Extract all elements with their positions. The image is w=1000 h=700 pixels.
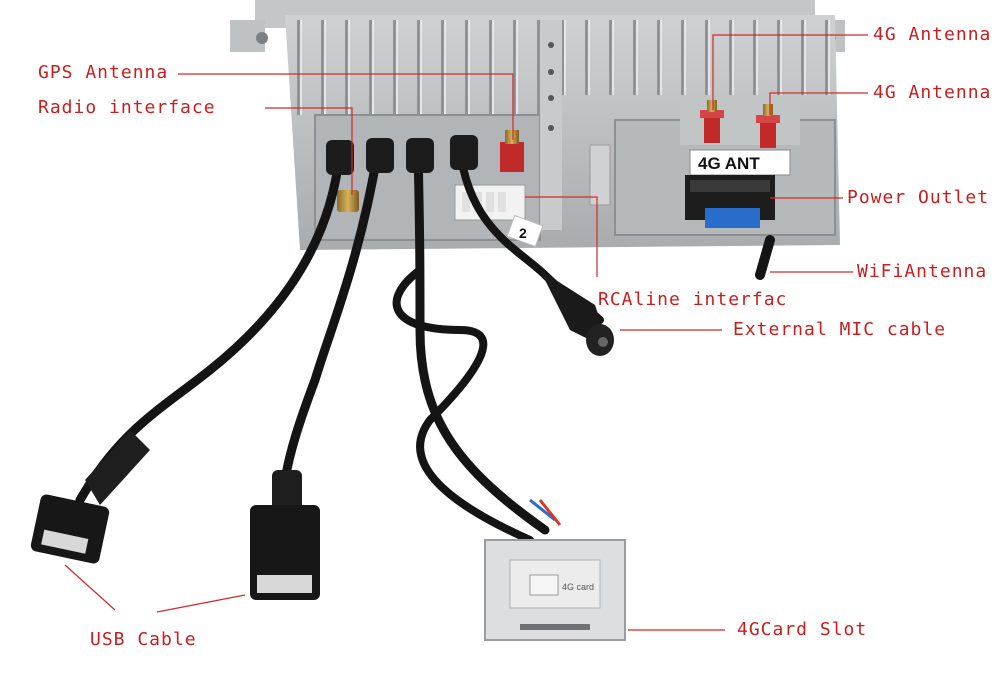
usb-cable-label: USB Cable — [90, 629, 197, 650]
external-mic-jack — [540, 270, 614, 356]
usb-connector-left — [30, 430, 150, 564]
cable-boots — [326, 135, 478, 175]
card-module-text: 4G card — [562, 582, 594, 592]
antenna-4g-label-second: 4G Antenna — [873, 82, 992, 103]
antenna-4g-label-top: 4G Antenna — [873, 24, 992, 45]
cable-tag-text: 2 — [519, 225, 527, 241]
cables — [75, 145, 775, 544]
antenna-4g-connector-left — [700, 100, 724, 143]
wifi-antenna-label: WiFiAntenna — [857, 261, 988, 282]
power-outlet-label: Power Outlet — [847, 187, 990, 208]
ant-tag-text: 4G ANT — [698, 154, 760, 173]
gps-sma-connector — [500, 130, 524, 172]
gps-connector — [337, 190, 359, 212]
external-mic-label: External MIC cable — [733, 319, 947, 340]
card-slot-module: 4G card — [484, 498, 626, 641]
gps-antenna-label: GPS Antenna — [38, 62, 169, 83]
usb-connector-right — [250, 470, 320, 600]
antenna-4g-connector-right — [756, 104, 780, 148]
power-connector-block: 4G ANT — [685, 149, 791, 228]
leader-lines — [64, 34, 868, 631]
radio-interface-label: Radio interface — [38, 97, 216, 118]
card-slot-label: 4GCard Slot — [737, 619, 868, 640]
rca-line-label: RCAline interfac — [598, 289, 788, 310]
